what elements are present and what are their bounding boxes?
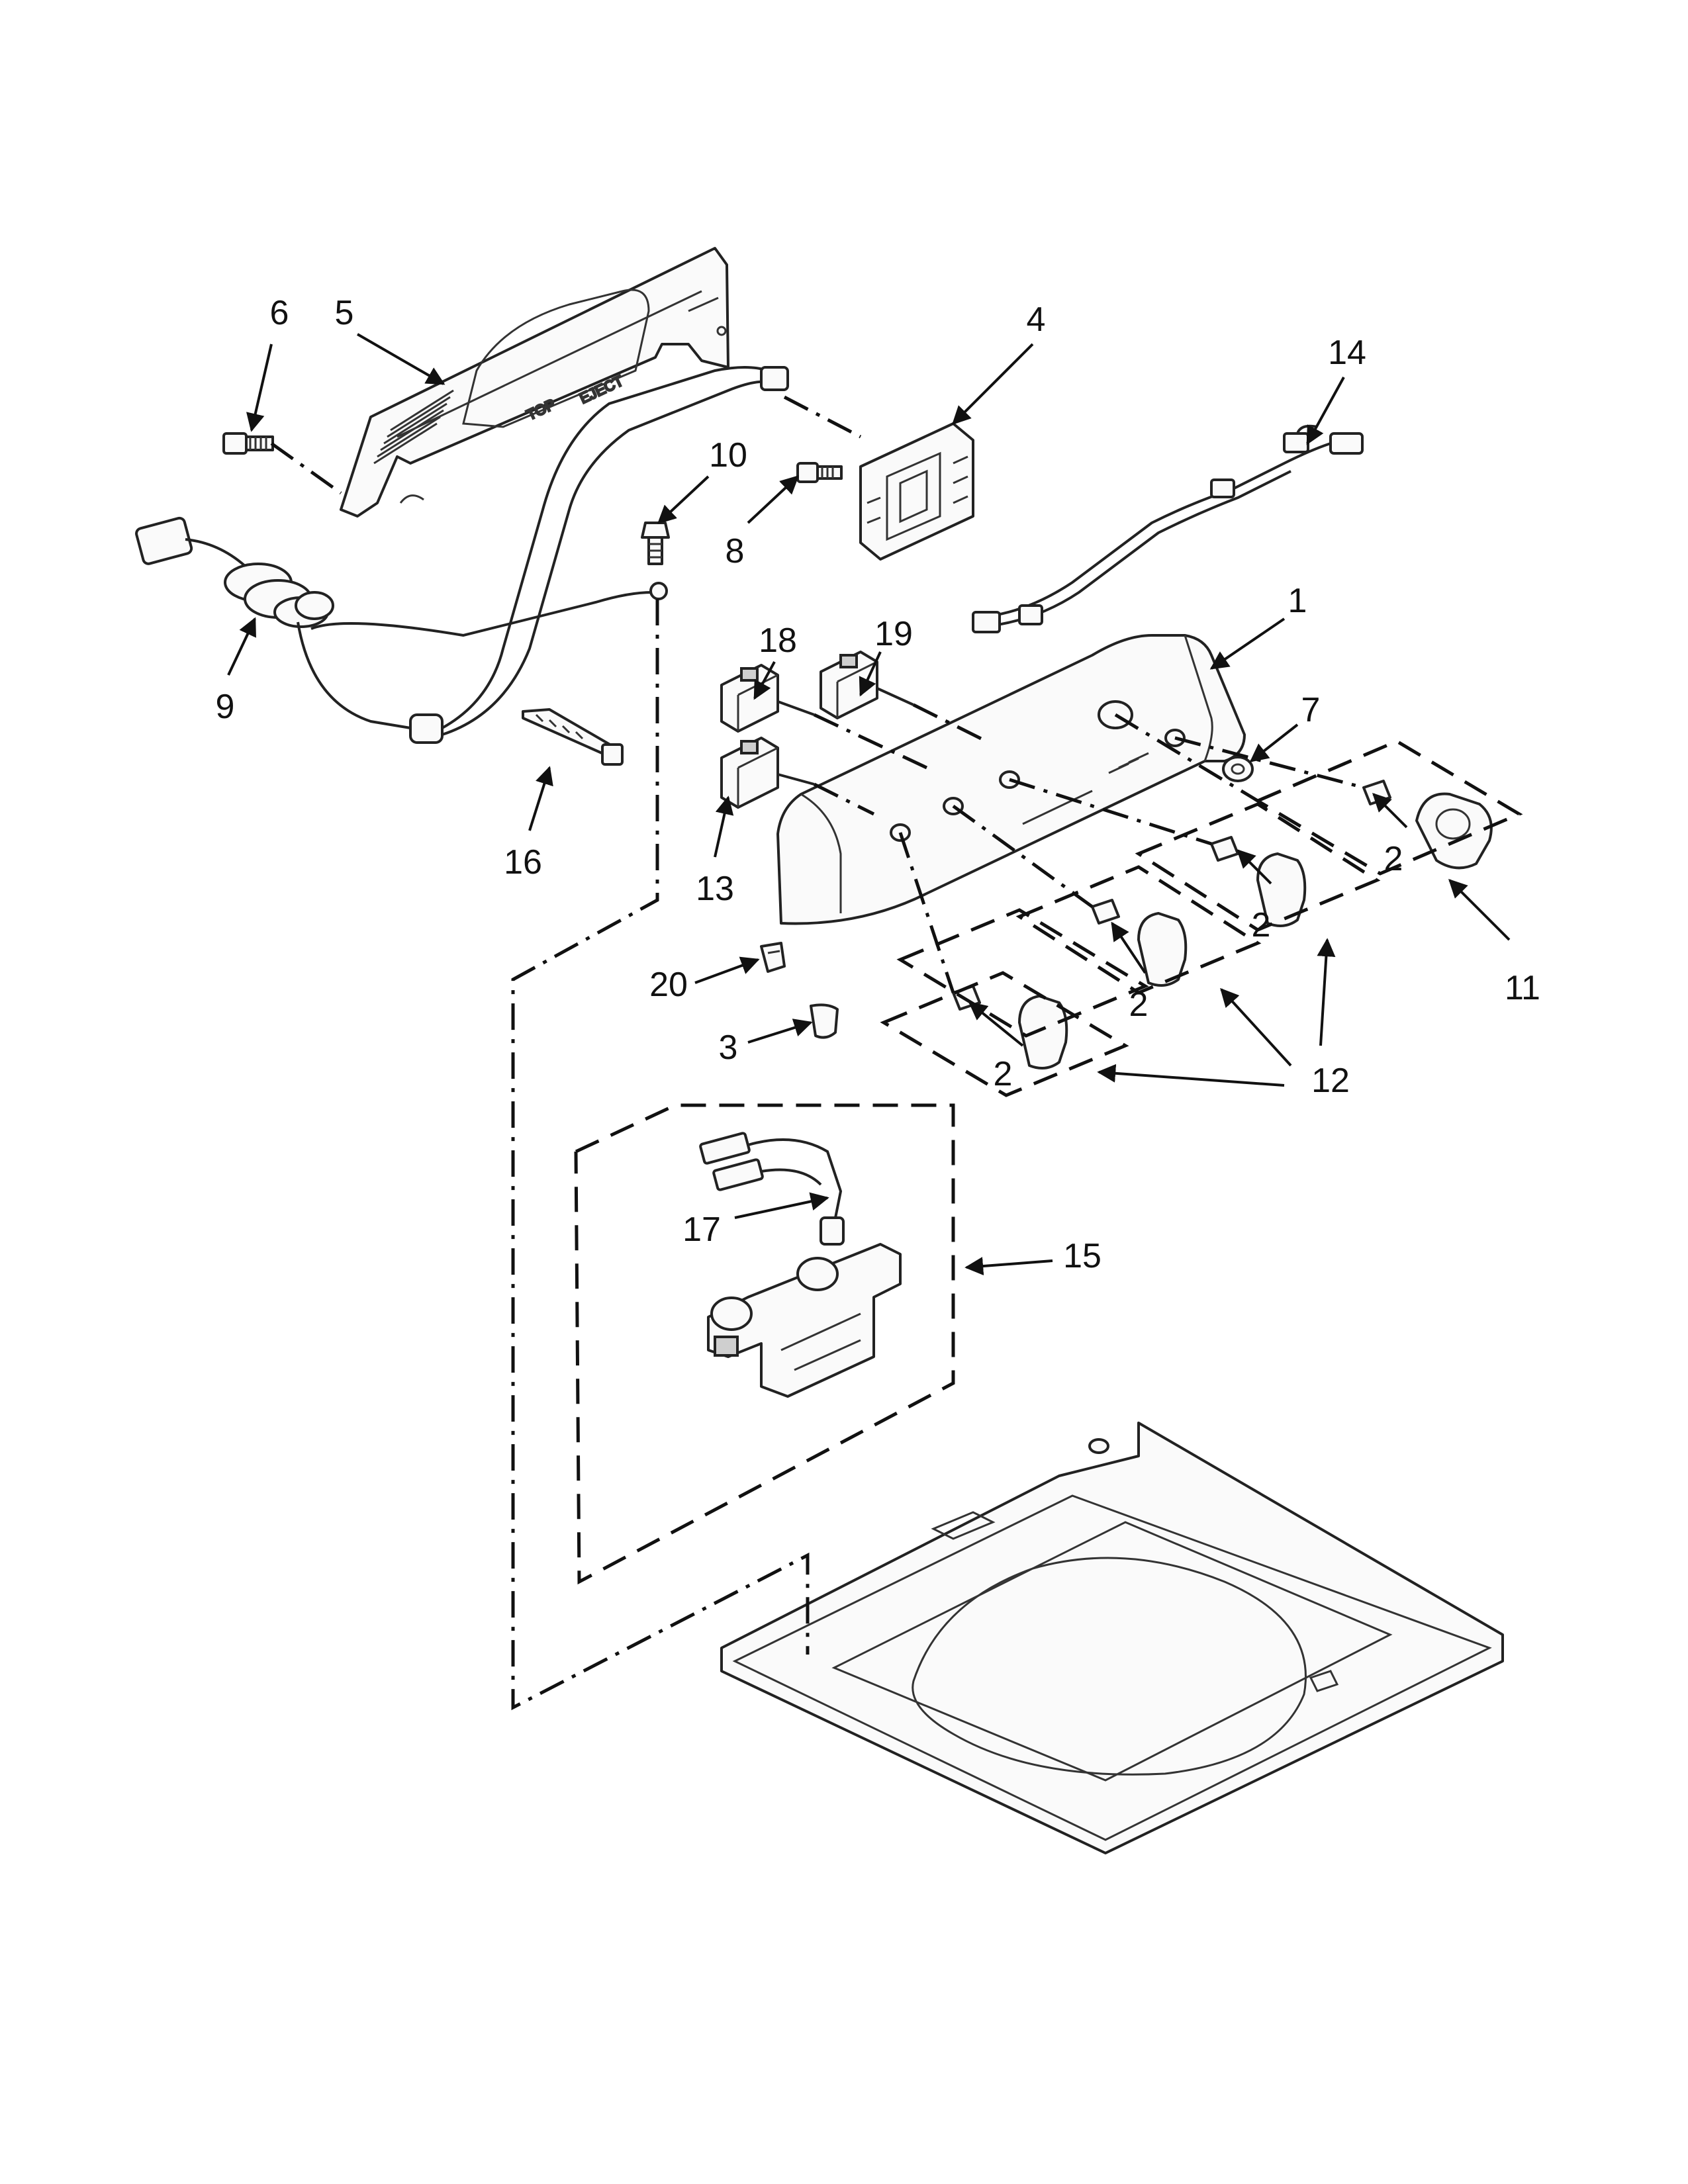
- callout-1: 1: [1288, 582, 1307, 620]
- knob-box-11: [1254, 739, 1523, 876]
- callout-5: 5: [335, 294, 354, 332]
- callout-10: 10: [709, 436, 747, 475]
- valve-harness-box-15: [574, 1103, 955, 1585]
- callout-8: 8: [726, 532, 745, 570]
- callout-2-c: 2: [1129, 985, 1149, 1024]
- callout-13: 13: [696, 870, 734, 908]
- rear-panel-part-5: TOP EJECT: [340, 247, 729, 518]
- knob-part-11: [1415, 792, 1493, 870]
- callout-labels: 5 6 4 14 10 8 9 1 7 18 19 13 16 20 3 2 2…: [216, 294, 1540, 1275]
- callout-18: 18: [759, 621, 797, 660]
- callout-2-d: 2: [994, 1055, 1013, 1093]
- callout-15: 15: [1063, 1237, 1102, 1275]
- ground-wire-path: [270, 395, 862, 1711]
- valve-harness-part-17: [699, 1132, 845, 1246]
- callout-2-b: 2: [1252, 906, 1271, 944]
- leader-lines: [227, 333, 1511, 1276]
- screw-part-8: [796, 462, 843, 483]
- nut-part-7: [1222, 756, 1254, 782]
- power-cord-part-9: [135, 366, 789, 744]
- callout-20: 20: [649, 966, 688, 1004]
- screw-part-6: [222, 432, 274, 455]
- callout-17: 17: [682, 1210, 721, 1249]
- callout-9: 9: [216, 688, 235, 726]
- knob-box-12-a: [1135, 802, 1381, 932]
- shaft-lines: [813, 703, 1364, 993]
- knob-box-12-d: [880, 971, 1129, 1097]
- water-valve-assembly: [707, 1243, 902, 1398]
- clip-part-20: [760, 942, 786, 973]
- clip-part-3: [810, 1003, 839, 1039]
- callout-4: 4: [1027, 300, 1046, 339]
- knob-insert-2-right: [1362, 780, 1391, 805]
- knob-assembly-12-b: [1091, 899, 1188, 987]
- callout-12: 12: [1311, 1062, 1350, 1100]
- callout-16: 16: [504, 843, 542, 882]
- knob-box-12-b: [1015, 865, 1262, 995]
- panel-vent-slots: [373, 389, 454, 465]
- callout-11: 11: [1505, 969, 1540, 1007]
- callout-7: 7: [1301, 691, 1321, 729]
- callout-14: 14: [1328, 334, 1366, 372]
- callout-6: 6: [270, 294, 289, 332]
- cable-tie-part-16: [522, 708, 624, 766]
- knob-assembly-12-a: [1210, 836, 1307, 927]
- control-board-part-4: [859, 422, 974, 561]
- callout-19: 19: [874, 615, 913, 653]
- switch-part-19: [820, 651, 914, 719]
- callout-2-a: 2: [1384, 840, 1403, 878]
- knob-box-12-c: [896, 908, 1149, 1038]
- callout-3: 3: [719, 1028, 738, 1067]
- ground-screw-part-10: [641, 522, 670, 565]
- cabinet-top: [720, 1422, 1504, 1854]
- wire-harness-part-14: [972, 424, 1364, 633]
